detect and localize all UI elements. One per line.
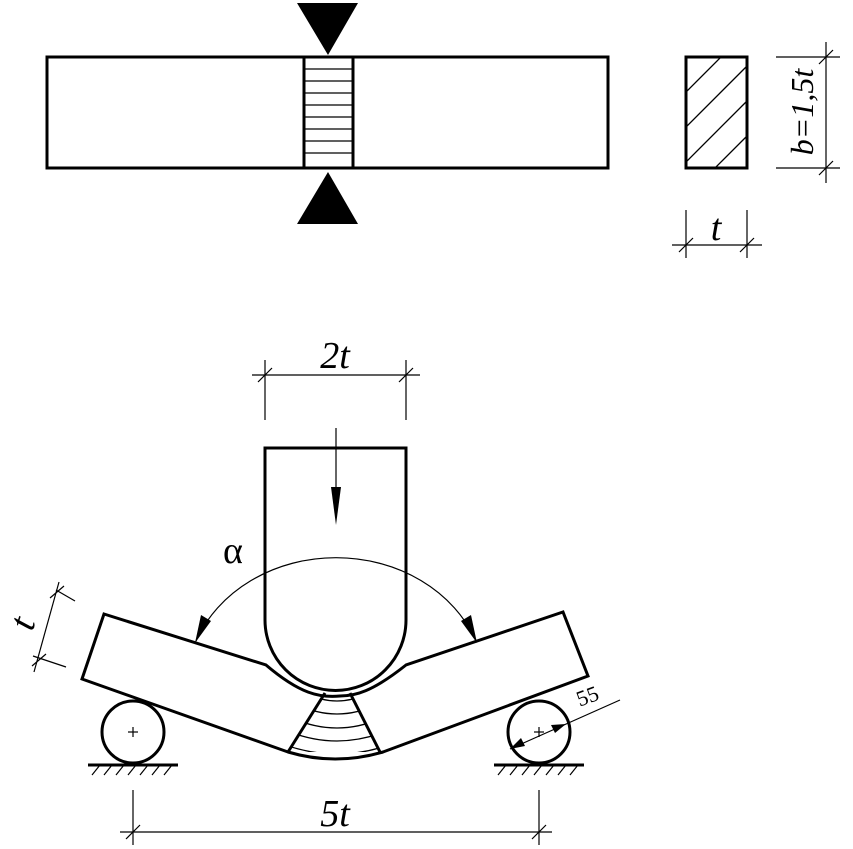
weld-marker-top-icon [297,3,358,55]
weld-marker-bottom-icon [297,172,358,224]
angle-arrow-right-icon [461,615,477,643]
angle-arrow-left-icon [195,615,211,643]
specimen-thickness-label: t [1,610,45,634]
section-hatching [686,57,747,168]
bent-specimen [80,610,590,761]
cross-section [684,55,749,170]
roller-dimension-label: 55 [573,680,602,711]
bend-angle: α [195,530,477,643]
roller-arrow-left-icon [510,738,525,749]
right-roller: 55 [494,680,621,776]
span-dimension-label: 5t [320,793,351,835]
weld-seam-lines [304,68,353,154]
width-dimension-label: b=1,5t [784,68,820,156]
left-roller [88,699,178,776]
specimen-thickness-dimension: t [1,581,76,673]
mandrel-dimension-label: 2t [320,335,351,377]
thickness-dimension: t [672,207,762,258]
bend-angle-label: α [223,530,243,572]
load-arrow-icon [331,487,341,525]
weld-zone [286,692,382,753]
width-dimension: b=1,5t [776,42,840,183]
welded-plate [45,3,610,224]
roller-arrow-right-icon [551,724,566,733]
mandrel-dimension: 2t [252,335,420,420]
mandrel [263,428,408,692]
thickness-dimension-label: t [711,207,723,249]
span-dimension: 5t [120,790,552,845]
